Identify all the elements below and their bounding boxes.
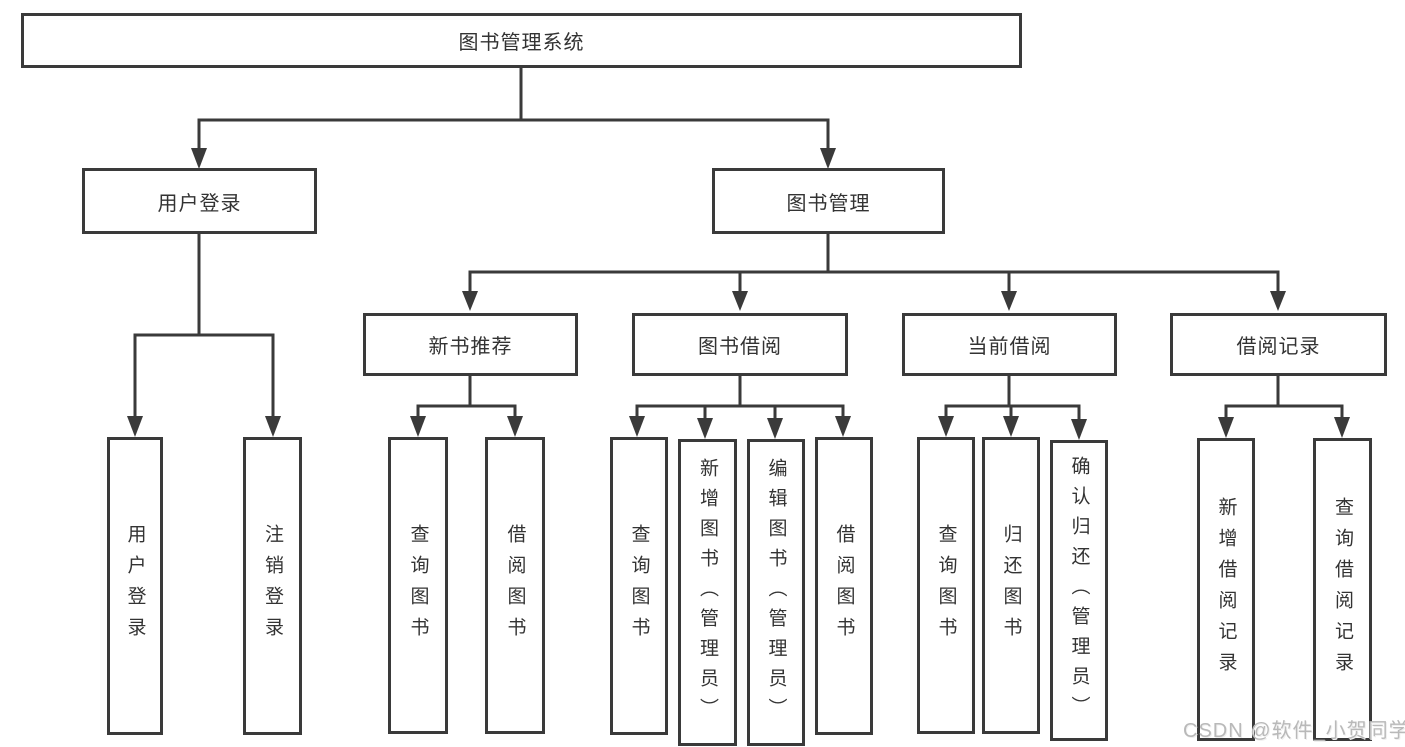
- leaf-logout-label: 注销登录: [262, 524, 283, 648]
- arrow-user-login: [191, 148, 207, 169]
- node-root-label: 图书管理系统: [458, 32, 585, 54]
- node-book-management-label: 图书管理: [786, 192, 871, 215]
- leaf-edit-book-admin: 编辑图书（管理员）: [747, 439, 805, 746]
- leaf-borrow-books-1-label: 借阅图书: [504, 523, 526, 648]
- node-book-borrow: 图书借阅: [632, 313, 848, 376]
- leaf-user-login: 用户登录: [107, 437, 163, 735]
- arrow-leaf-borrow-books-2: [835, 416, 851, 437]
- leaf-return-books: 归还图书: [982, 437, 1040, 734]
- arrow-leaf-query-books-1: [410, 416, 426, 437]
- leaf-borrow-books-1: 借阅图书: [485, 437, 545, 734]
- leaf-query-books-1: 查询图书: [388, 437, 448, 734]
- arrow-leaf-add-record: [1218, 417, 1234, 438]
- leaf-add-book-admin-label: 新增图书（管理员）: [697, 457, 718, 728]
- arrow-leaf-add-book: [697, 418, 713, 439]
- leaf-query-books-2-label: 查询图书: [628, 524, 650, 648]
- leaf-logout: 注销登录: [243, 437, 302, 735]
- arrow-new-books: [462, 291, 478, 311]
- arrow-leaf-confirm-return: [1071, 419, 1087, 440]
- leaf-query-books-1-label: 查询图书: [407, 523, 429, 648]
- connector-new-books-group: [416, 376, 517, 418]
- leaf-user-login-label: 用户登录: [124, 524, 146, 648]
- arrow-borrow-records: [1270, 291, 1286, 311]
- leaf-query-books-3-label: 查询图书: [935, 523, 957, 648]
- leaf-confirm-return-admin: 确认归还（管理员）: [1050, 440, 1108, 741]
- node-root: 图书管理系统: [21, 13, 1022, 68]
- leaf-add-borrow-record: 新增借阅记录: [1197, 438, 1255, 741]
- leaf-confirm-return-admin-label: 确认归还（管理员）: [1068, 455, 1090, 726]
- arrow-book-borrow: [732, 291, 748, 311]
- leaf-add-book-admin: 新增图书（管理员）: [678, 439, 737, 746]
- leaf-query-books-2: 查询图书: [610, 437, 668, 735]
- arrow-leaf-query-books-3: [938, 416, 954, 437]
- leaf-query-borrow-record: 查询借阅记录: [1313, 438, 1372, 741]
- arrow-leaf-return-books: [1003, 416, 1019, 437]
- arrow-leaf-query-books-2: [629, 416, 645, 437]
- node-user-login: 用户登录: [82, 168, 317, 234]
- leaf-query-borrow-record-label: 查询借阅记录: [1332, 496, 1353, 683]
- node-current-borrow-label: 当前借阅: [967, 336, 1052, 358]
- connector-book-borrow-group: [635, 376, 845, 420]
- node-new-book-recommend: 新书推荐: [363, 313, 578, 376]
- connector-root-to-level2: [197, 68, 830, 151]
- node-new-book-recommend-label: 新书推荐: [428, 336, 513, 358]
- node-book-borrow-label: 图书借阅: [698, 336, 782, 358]
- node-borrow-records-label: 借阅记录: [1236, 336, 1321, 358]
- arrow-leaf-edit-book: [767, 418, 783, 439]
- arrow-leaf-logout: [265, 416, 281, 437]
- leaf-add-borrow-record-label: 新增借阅记录: [1215, 496, 1237, 683]
- leaf-borrow-books-2-label: 借阅图书: [833, 524, 855, 648]
- node-book-management: 图书管理: [712, 168, 945, 234]
- arrow-book-mgmt: [820, 148, 836, 169]
- arrow-leaf-query-record: [1334, 417, 1350, 438]
- connector-book-mgmt-to-level3: [468, 234, 1280, 293]
- connector-borrow-records-group: [1224, 376, 1344, 419]
- arrow-current-borrow: [1001, 291, 1017, 311]
- arrow-leaf-user-login: [127, 416, 143, 437]
- node-user-login-label: 用户登录: [157, 192, 242, 215]
- watermark: CSDN @软件_小贺同学: [1183, 720, 1405, 742]
- arrow-leaf-borrow-books-1: [507, 416, 523, 437]
- connector-current-borrow-group: [944, 376, 1081, 421]
- node-current-borrow: 当前借阅: [902, 313, 1117, 376]
- leaf-edit-book-admin-label: 编辑图书（管理员）: [765, 457, 787, 728]
- connector-user-login-group: [133, 234, 275, 418]
- node-borrow-records: 借阅记录: [1170, 313, 1387, 376]
- leaf-return-books-label: 归还图书: [1000, 523, 1022, 648]
- leaf-borrow-books-2: 借阅图书: [815, 437, 873, 735]
- leaf-query-books-3: 查询图书: [917, 437, 975, 734]
